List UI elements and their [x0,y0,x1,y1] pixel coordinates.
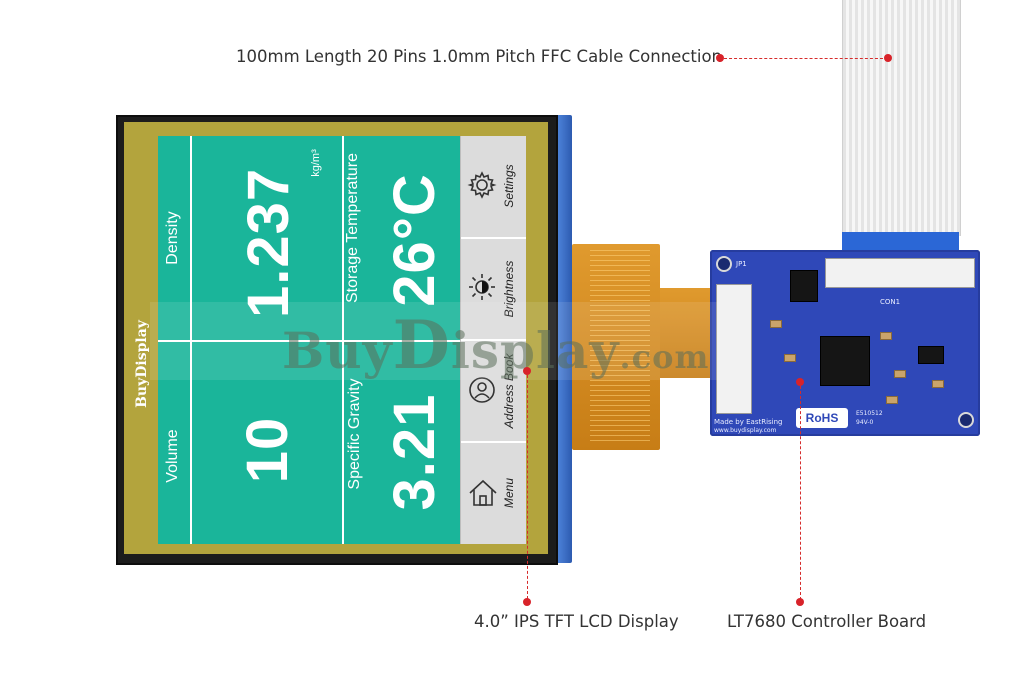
controller-board: JP1 CON1 Made by EastRising www.buydispl… [710,250,980,436]
callout-display-label: 4.0” IPS TFT LCD Display [474,612,679,631]
callout-cable-line [724,58,888,59]
callout-controller-line [800,386,801,600]
tile-specific-gravity-label: Specific Gravity [346,378,363,490]
gear-icon [467,171,497,199]
lcd-screen: BuyDisplay Density 1.237 kg/m³ Storage T… [124,122,548,554]
side-menu: Settings Brightness [460,136,526,544]
side-menu-item-address-book[interactable]: Address Book [461,341,526,441]
callout-controller-label: LT7680 Controller Board [727,612,927,631]
regulator-chip [790,270,818,302]
callout-controller-dot-bottom [796,598,804,606]
side-menu-item-menu[interactable]: Menu [461,443,526,544]
dashboard-grid: Density 1.237 kg/m³ Storage Temperature … [158,136,460,544]
board-made-by: Made by EastRising [714,418,783,426]
callout-display-dot-top [523,367,531,375]
brightness-icon [469,274,495,300]
flex-cable-tail [660,288,718,378]
flex-cable-traces [590,250,650,444]
callout-cable-dot-left [716,54,724,62]
lcd-bezel: BuyDisplay Density 1.237 kg/m³ Storage T… [116,115,558,565]
tile-storage-temperature-value: 26°C [382,173,447,307]
board-cert: E510512 [856,410,883,417]
board-label-con1: CON1 [880,298,901,306]
watermark-band [150,302,720,380]
board-ffc-connector-left [716,284,752,414]
callout-display-dot-bottom [523,598,531,606]
tile-density-label: Density [164,211,181,265]
callout-display-line [527,375,528,599]
callout-cable-dot-right [884,54,892,62]
rohs-badge: RoHS [796,408,848,428]
small-chip [918,346,944,364]
home-icon [469,479,497,506]
board-cert-sub: 94V-0 [856,419,874,426]
address-book-icon [469,377,495,403]
side-menu-label-menu: Menu [502,477,516,509]
ffc-cable-tip [842,232,959,252]
callout-cable-label: 100mm Length 20 Pins 1.0mm Pitch FFC Cab… [236,47,722,66]
buydisplay-watermark: BuyDisplay.com [282,306,710,384]
tile-storage-temperature-label: Storage Temperature [344,152,361,303]
side-menu-label-settings: Settings [502,164,516,208]
tile-volume-value: 10 [235,416,300,484]
tile-volume-label: Volume [164,429,181,483]
tile-specific-gravity-value: 3.21 [382,393,447,511]
tile-density-unit: kg/m³ [310,149,322,177]
mounting-hole-bottom-right [958,412,974,428]
side-menu-item-brightness[interactable]: Brightness [461,239,526,339]
lt7680-controller-chip [820,336,870,386]
tile-density-value: 1.237 [236,167,301,318]
board-website: www.buydisplay.com [714,427,777,434]
board-label-jp1: JP1 [736,260,747,268]
side-menu-item-settings[interactable]: Settings [461,136,526,237]
mounting-hole-top-left [716,256,732,272]
ffc-ribbon-cable [842,0,961,236]
board-ffc-connector-top [825,258,975,288]
callout-controller-dot-top [796,378,804,386]
